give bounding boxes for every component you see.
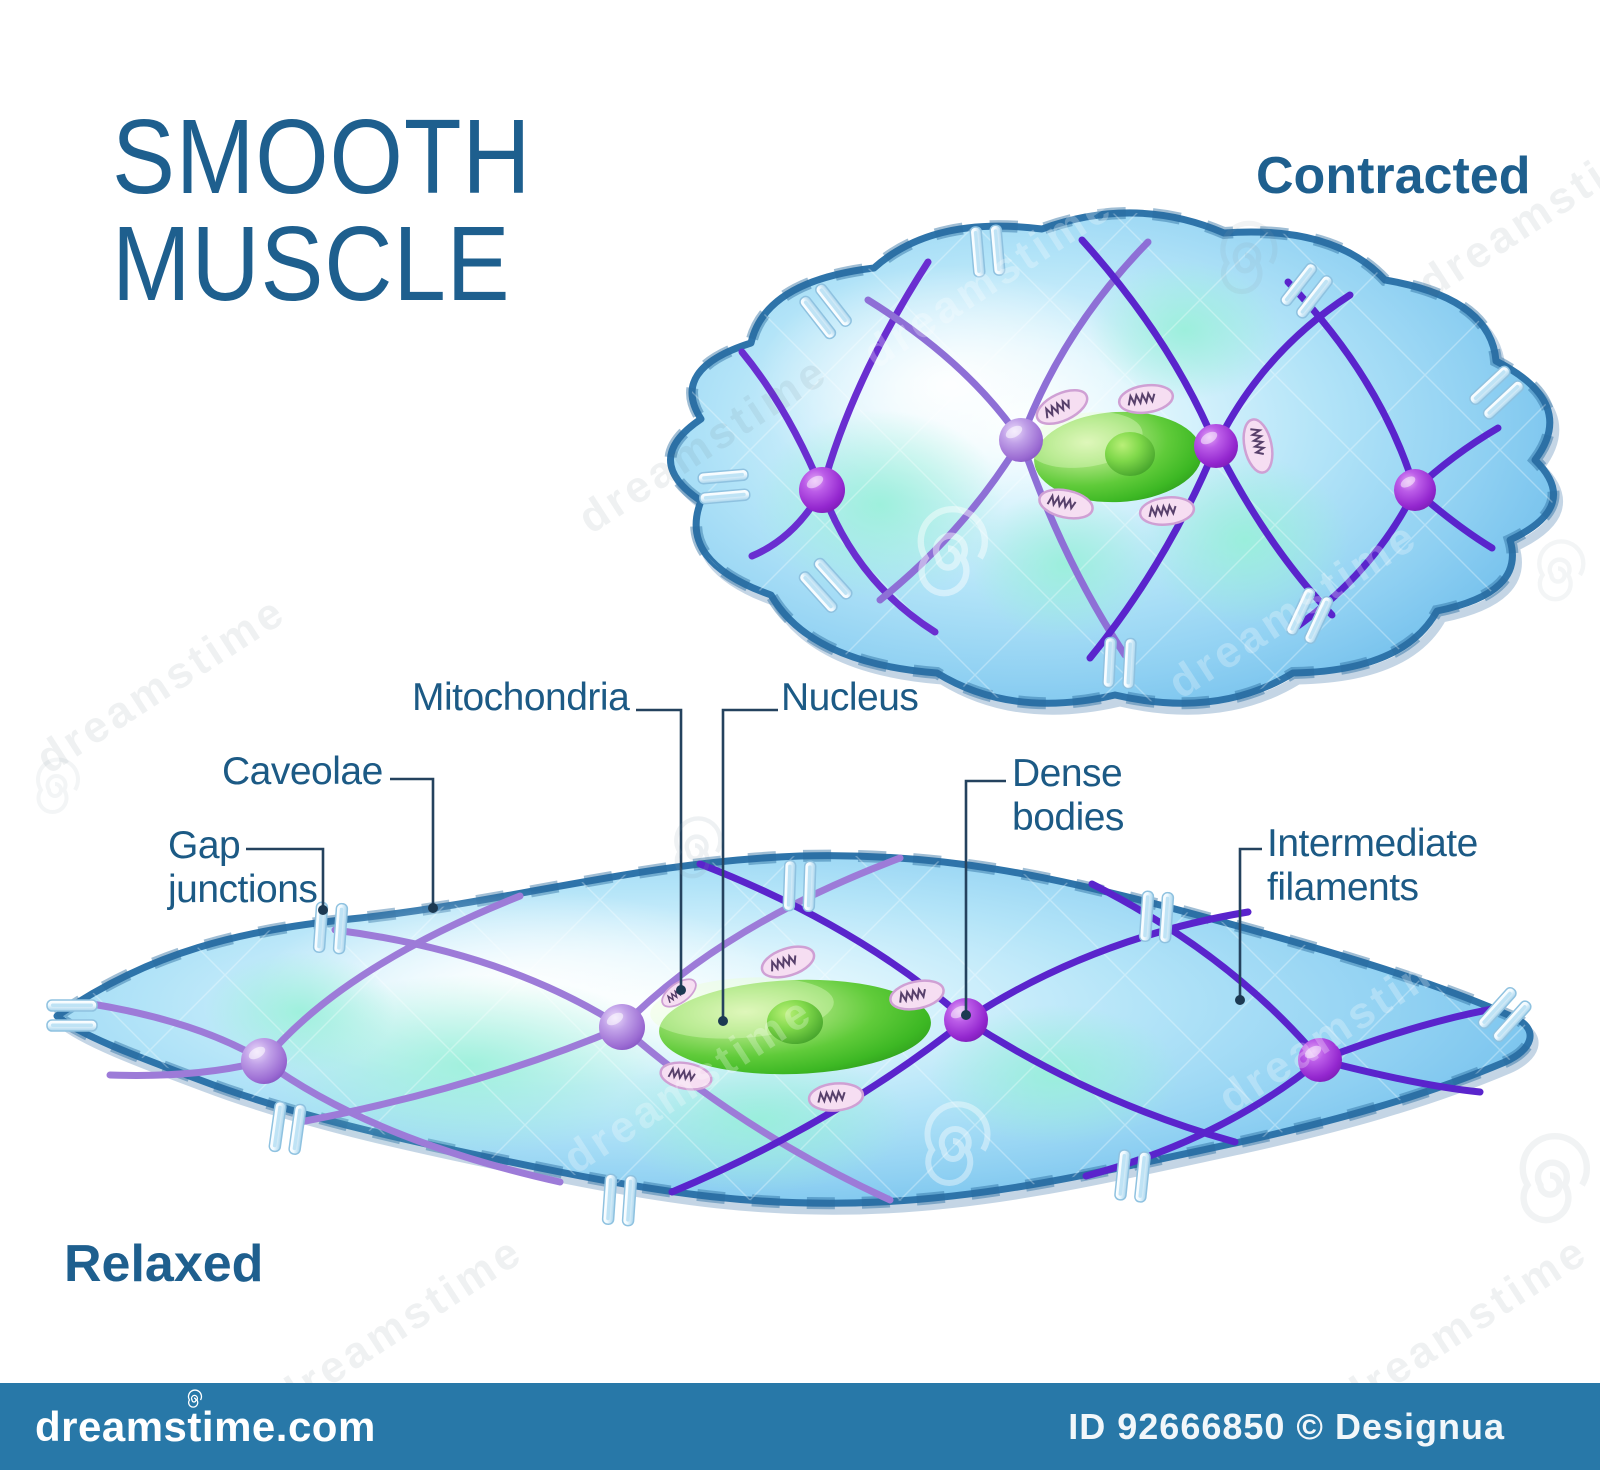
label-mitochondria: Mitochondria bbox=[412, 676, 630, 719]
contracted-state-label: Contracted bbox=[1256, 147, 1531, 205]
label-gap-line1: Gap bbox=[168, 824, 241, 867]
relaxed-nucleolus bbox=[767, 1000, 823, 1044]
leader-dots bbox=[318, 903, 1245, 1026]
page-title: SMOOTH MUSCLE bbox=[112, 103, 531, 318]
leader-lines bbox=[246, 708, 1262, 1018]
contracted-nucleus bbox=[1027, 411, 1202, 503]
relaxed-nucleus bbox=[650, 977, 931, 1075]
label-caveolae: Caveolae bbox=[222, 750, 383, 793]
dreamstime-logo: dreamstime.com bbox=[35, 1388, 376, 1451]
contracted-filaments bbox=[738, 236, 1502, 662]
label-nucleus: Nucleus bbox=[781, 676, 919, 719]
logo-label: dreamstime.com bbox=[35, 1402, 376, 1450]
logo-swirl-icon bbox=[187, 1388, 203, 1408]
label-intermediate-filaments: Intermediate filaments bbox=[1267, 822, 1478, 911]
label-interm-line1: Intermediate bbox=[1267, 822, 1478, 865]
label-dense-bodies: Dense bodies bbox=[1012, 752, 1124, 841]
contracted-nucleolus bbox=[1105, 432, 1155, 476]
relaxed-state-label: Relaxed bbox=[64, 1235, 264, 1293]
label-interm-line2: filaments bbox=[1267, 866, 1419, 910]
contracted-dense-bodies bbox=[799, 418, 1436, 513]
image-credit: ID 92666850 © Designua bbox=[1068, 1405, 1505, 1447]
contracted-cell-illustration bbox=[664, 207, 1563, 715]
title-line1: SMOOTH bbox=[112, 98, 532, 216]
title-line2: MUSCLE bbox=[112, 205, 511, 324]
credit-bar: dreamstime.com ID 92666850 © Designua bbox=[0, 1383, 1600, 1470]
relaxed-cell-illustration bbox=[46, 849, 1539, 1227]
label-dense-line2: bodies bbox=[1012, 796, 1124, 840]
label-dense-line1: Dense bbox=[1012, 752, 1123, 795]
label-gap-line2: junctions bbox=[168, 868, 318, 912]
label-gap-junctions: Gap junctions bbox=[168, 824, 318, 913]
